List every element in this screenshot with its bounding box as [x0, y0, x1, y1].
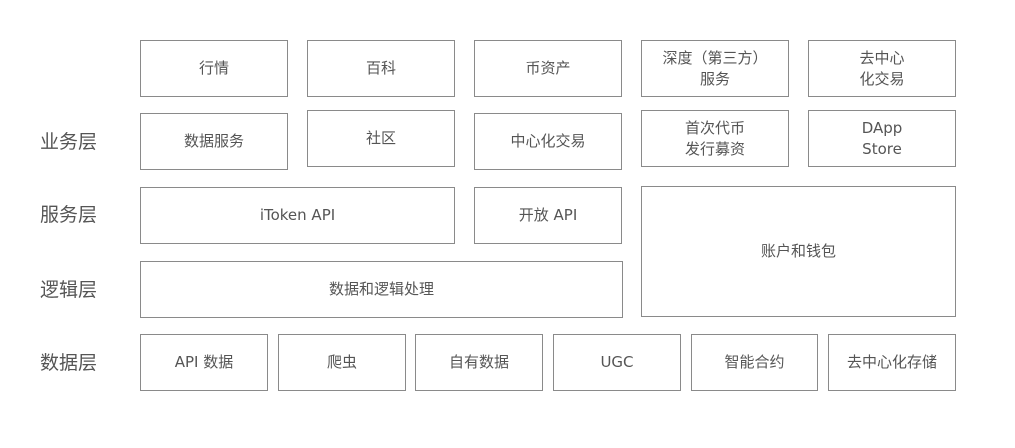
box-label: 去中心化存储 — [846, 353, 937, 371]
box-centralized-exchange: 中心化交易 — [474, 113, 622, 170]
layer-label-data: 数据层 — [40, 352, 98, 374]
box-dapp-store: DApp Store — [808, 110, 956, 167]
layer-label-logic: 逻辑层 — [40, 279, 98, 301]
box-label: UGC — [600, 353, 634, 371]
box-label: 行情 — [198, 59, 229, 77]
box-label: DApp Store — [861, 118, 903, 158]
box-label: 中心化交易 — [510, 132, 586, 150]
layer-label-service: 服务层 — [40, 204, 98, 226]
box-market-quotes: 行情 — [140, 40, 288, 97]
box-decentralized-storage: 去中心化存储 — [828, 334, 956, 391]
box-encyclopedia: 百科 — [307, 40, 455, 97]
box-label: 去中心 化交易 — [859, 48, 905, 88]
box-label: 数据和逻辑处理 — [328, 280, 434, 298]
box-itoken-api: iToken API — [140, 187, 455, 244]
box-own-data: 自有数据 — [415, 334, 543, 391]
box-crawler: 爬虫 — [278, 334, 406, 391]
layer-label-business: 业务层 — [40, 131, 98, 153]
box-label: 首次代币 发行募资 — [684, 118, 745, 158]
box-label: 社区 — [365, 129, 396, 147]
box-ugc: UGC — [553, 334, 681, 391]
box-label: iToken API — [259, 206, 336, 224]
box-label: 百科 — [365, 59, 396, 77]
box-account-wallet: 账户和钱包 — [641, 186, 956, 317]
box-data-service: 数据服务 — [140, 113, 288, 170]
box-label: API 数据 — [174, 353, 234, 371]
box-ico: 首次代币 发行募资 — [641, 110, 789, 167]
box-label: 账户和钱包 — [760, 242, 836, 260]
box-label: 自有数据 — [448, 353, 509, 371]
box-third-party-service: 深度（第三方） 服务 — [641, 40, 789, 97]
box-label: 币资产 — [525, 59, 571, 77]
box-api-data: API 数据 — [140, 334, 268, 391]
box-open-api: 开放 API — [474, 187, 622, 244]
box-label: 数据服务 — [183, 132, 244, 150]
box-community: 社区 — [307, 110, 455, 167]
box-decentralized-exchange: 去中心 化交易 — [808, 40, 956, 97]
box-label: 爬虫 — [326, 353, 357, 371]
box-label: 深度（第三方） 服务 — [662, 48, 768, 88]
box-label: 开放 API — [518, 206, 578, 224]
box-label: 智能合约 — [724, 353, 785, 371]
box-coin-assets: 币资产 — [474, 40, 622, 97]
box-data-logic-processing: 数据和逻辑处理 — [140, 261, 623, 318]
box-smart-contract: 智能合约 — [691, 334, 818, 391]
